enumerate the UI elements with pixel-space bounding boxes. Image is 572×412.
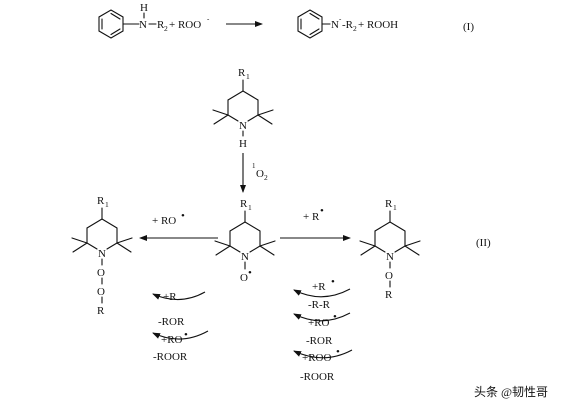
left-cycle-arrow-2 [152,330,209,340]
reactant-n-label: N [139,19,147,31]
right-cycle-step1-top: +R [312,281,326,293]
hals-h-label: H [239,138,247,150]
nitroxyl-r1-subscript: 1 [248,203,252,212]
left-r1-label: R [97,195,105,207]
nitroxyl-r1-label: R [240,198,248,210]
right-o-label: O [385,270,393,282]
right-cycle-arrow-3 [293,349,353,359]
right-n-label: N [386,251,394,263]
left-reagent-radical: • [181,210,185,222]
right-cycle-step3-top: +ROO [302,352,331,364]
hals-molecule: R 1 N H [212,67,274,150]
product-n-label: N [331,19,339,31]
left-regeneration-cycle: +R -ROR +RO • -ROOR [152,291,209,363]
right-cycle-arrow-2 [293,312,351,322]
left-r-end-label: R [97,305,105,317]
right-cycle-step3-radical: • [336,346,340,358]
reactant-benzene-ring [98,9,124,39]
reactant-roo-label: + ROO [169,19,201,31]
right-cycle-arrow-1 [293,288,351,298]
product-n-charge: - [339,15,342,23]
reactant-roo-charge: - [207,15,210,23]
product-benzene-ring [297,9,323,39]
nitroxyl-o-label: O [240,272,248,284]
product-rooh-label: + ROOH [358,19,398,31]
left-o1-label: O [97,267,105,279]
reaction-ii-label: (II) [476,237,491,249]
right-regeneration-cycle: +R • -R-R +RO • -ROR +ROO • -ROOR [293,276,353,383]
right-r-end-label: R [385,289,393,301]
product-r2-subscript: 2 [353,24,357,33]
right-cycle-step1-radical: • [331,276,335,288]
singlet-oxygen-o: O [256,168,264,180]
right-cycle-step2-top: +RO [308,317,330,329]
singlet-oxygen-superscript: 1 [252,162,256,170]
reactant-r2-label: R [157,19,165,31]
left-cycle-step1-bottom: -ROR [158,316,185,328]
reaction-i-label: (I) [463,21,474,33]
hals-r1-subscript: 1 [246,72,250,81]
nitroxyl-radical: R 1 N O • [214,198,276,284]
right-reagent-label: + R [303,211,320,223]
product-r2-label: -R [342,19,354,31]
left-cycle-step1-top: +R [163,291,177,303]
hals-n-label: N [239,120,247,132]
nitroxyl-radical-dot: • [248,267,252,279]
left-cycle-step2-top: +RO [161,334,183,346]
singlet-oxygen-subscript: 2 [264,173,268,182]
right-reagent-radical: • [320,205,324,217]
left-o2-label: O [97,286,105,298]
left-cycle-step2-bottom: -ROOR [153,351,188,363]
reactant-h-label: H [140,2,148,14]
watermark-text: 头条 @韧性哥 [474,385,548,399]
left-cycle-arrow-1 [152,291,206,301]
left-product-molecule: R 1 N O O R [71,195,133,317]
hals-r1-label: R [238,67,246,79]
right-r1-subscript: 1 [393,203,397,212]
nitroxyl-n-label: N [241,251,249,263]
left-reagent-label: + RO [152,215,176,227]
left-r1-subscript: 1 [105,200,109,209]
right-cycle-step3-bottom: -ROOR [300,371,335,383]
right-product-molecule: R 1 N O R [359,198,421,301]
right-cycle-step1-bottom: -R-R [308,299,331,311]
reaction-i: H N R 2 + ROO - N - -R 2 + ROOH (I) [98,2,474,39]
reactant-r2-subscript: 2 [164,24,168,33]
left-cycle-step2-radical: • [184,329,188,341]
right-cycle-step2-radical: • [333,311,337,323]
right-cycle-step2-bottom: -ROR [306,335,333,347]
left-n-label: N [98,248,106,260]
right-r1-label: R [385,198,393,210]
